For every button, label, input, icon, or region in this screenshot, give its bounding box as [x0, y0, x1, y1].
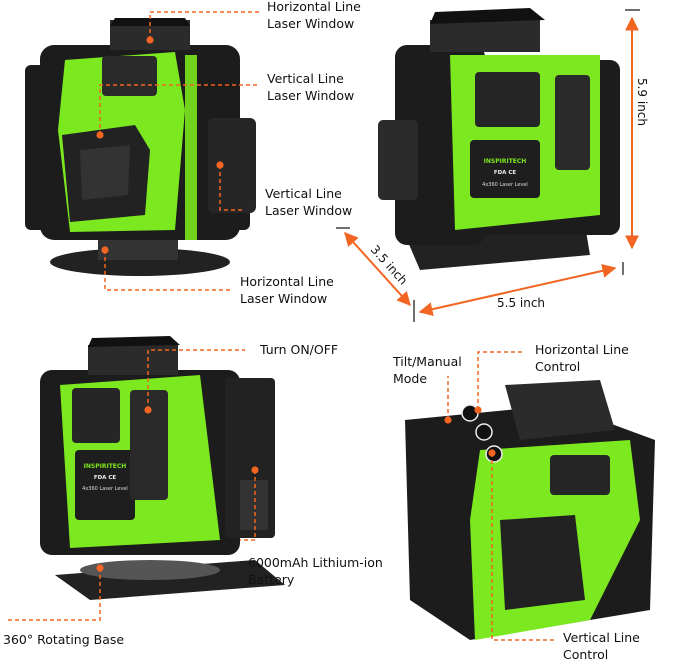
label-line: Laser Window [240, 291, 328, 306]
label-line: Control [563, 647, 609, 662]
label-line: Vertical Line [563, 630, 640, 645]
device-side-view: INSPIRITECH FDA CE 4x360 Laser Level [40, 336, 285, 600]
tilt-mode-button [461, 404, 479, 422]
label-rotating-base: 360° Rotating Base [3, 632, 125, 647]
model-text: 4x360 Laser Level [82, 486, 128, 492]
label-line: Horizontal Line [535, 342, 629, 357]
label-line: Tilt/Manual [393, 354, 462, 369]
device-dimension-view: INSPIRITECH FDA CE 4x360 Laser Level [378, 8, 620, 270]
certification-marks: FDA CE [94, 475, 117, 481]
label-line: Laser Window [267, 88, 355, 103]
label-line: Vertical Line [267, 71, 344, 86]
dimension-end-ticks [336, 9, 640, 322]
device-control-view [405, 380, 655, 640]
label-line: Horizontal Line [267, 0, 361, 14]
label-line: Laser Window [267, 16, 355, 31]
horizontal-control-button [475, 423, 493, 441]
label-line: Horizontal Line [240, 274, 334, 289]
brand-logo: INSPIRITECH [484, 158, 527, 165]
dimension-arrows [344, 16, 639, 317]
label-power: Turn ON/OFF [260, 342, 339, 357]
label-line: Vertical Line [265, 186, 342, 201]
device-front-view [25, 18, 256, 276]
dimension-height: 5.9 inch [635, 77, 650, 127]
certification-marks: FDA CE [494, 170, 517, 176]
vertical-control-button [485, 445, 503, 463]
dimension-width: 5.5 inch [497, 296, 546, 310]
label-line: Mode [393, 371, 428, 386]
model-text: 4x360 Laser Level [482, 182, 528, 188]
label-line: Control [535, 359, 581, 374]
label-line: Laser Window [265, 203, 353, 218]
label-line: Battery [248, 572, 295, 587]
brand-logo: INSPIRITECH [84, 463, 127, 470]
leader-lines [8, 11, 555, 641]
label-line: 6000mAh Lithium-ion [248, 555, 383, 570]
